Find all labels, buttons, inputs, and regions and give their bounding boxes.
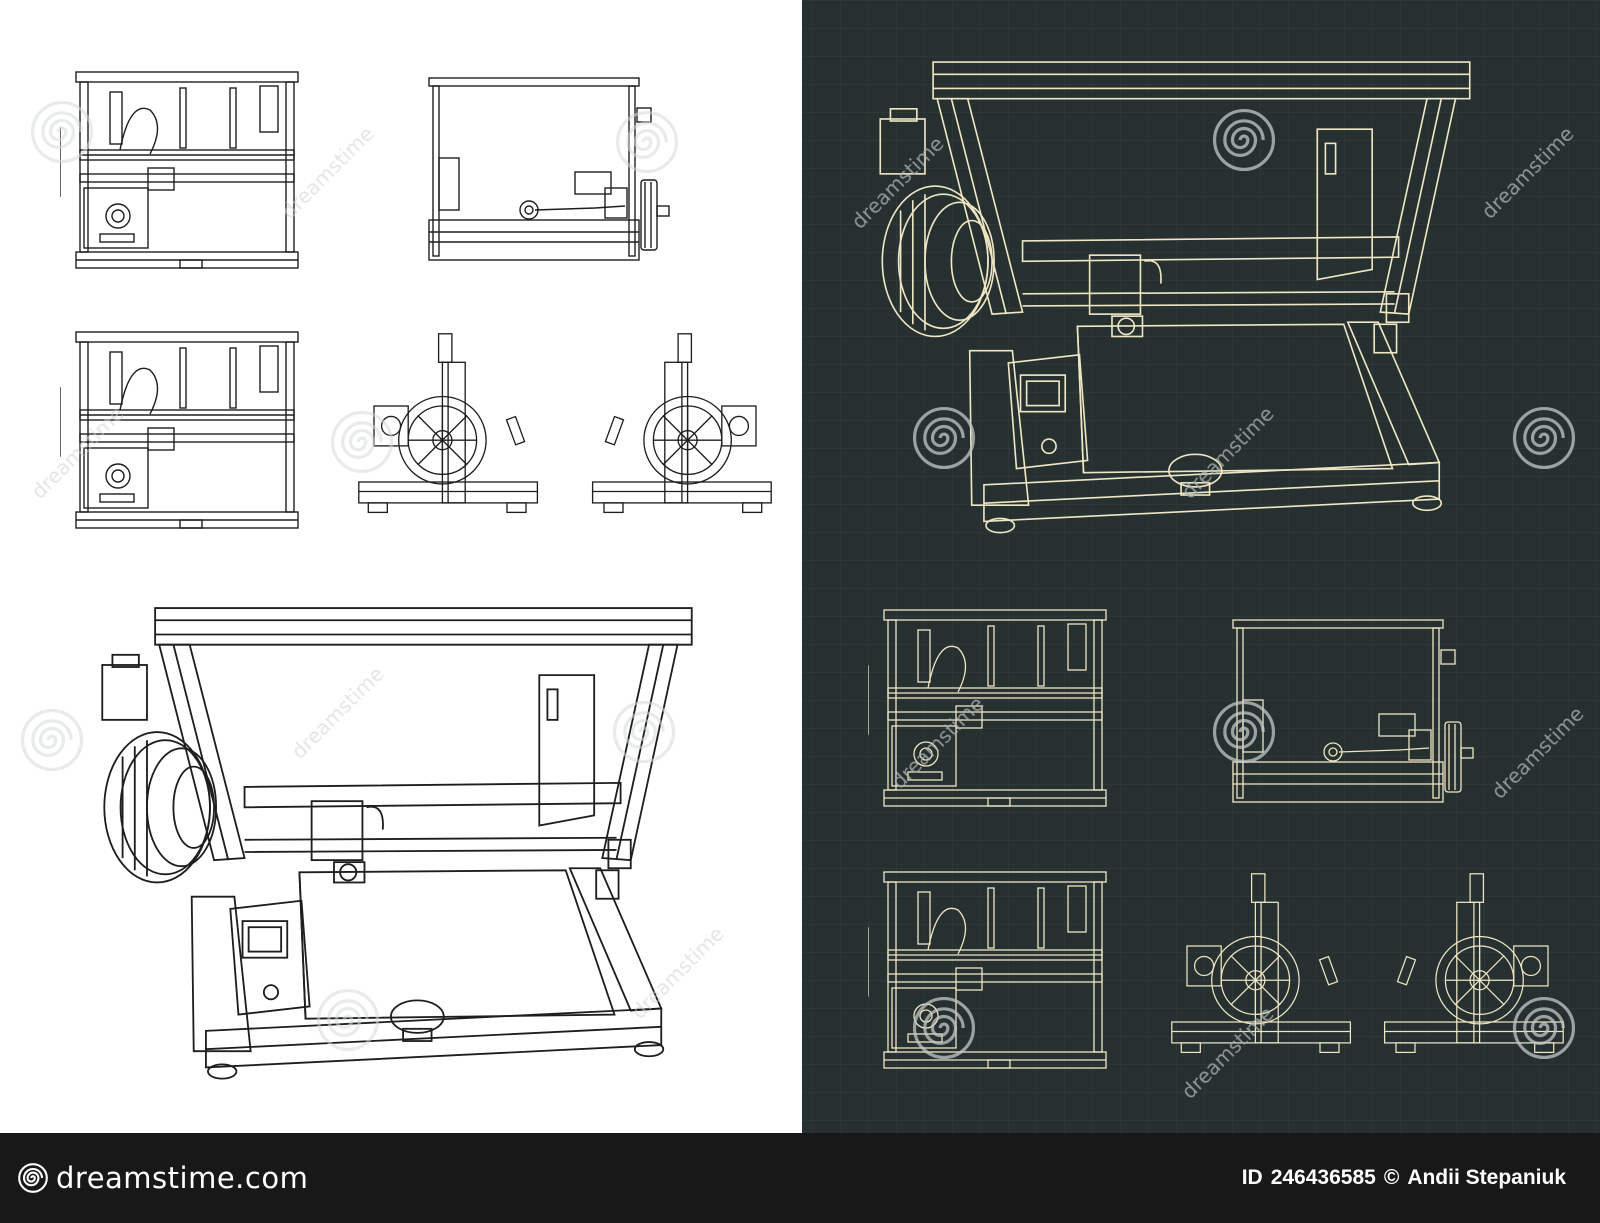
dark-panel-grid: [802, 0, 1600, 1133]
light-panel: [0, 0, 802, 1133]
id-label: ID: [1241, 1166, 1263, 1189]
footer-bar: dreamstime.com ID 246436585 © Andii Step…: [0, 1133, 1600, 1223]
image-credit: ID 246436585 © Andii Stepaniuk: [1242, 1160, 1566, 1196]
copyright-symbol: ©: [1383, 1166, 1400, 1189]
logo-text: dreamstime.com: [56, 1161, 309, 1195]
spiral-icon: [18, 1163, 48, 1193]
id-value: 246436585: [1270, 1166, 1376, 1189]
blueprint-artwork: dreamstime dreamstime dreamstime dreamst…: [0, 0, 1600, 1133]
author-name: Andii Stepaniuk: [1407, 1166, 1566, 1189]
dreamstime-logo[interactable]: dreamstime.com: [18, 1153, 308, 1203]
